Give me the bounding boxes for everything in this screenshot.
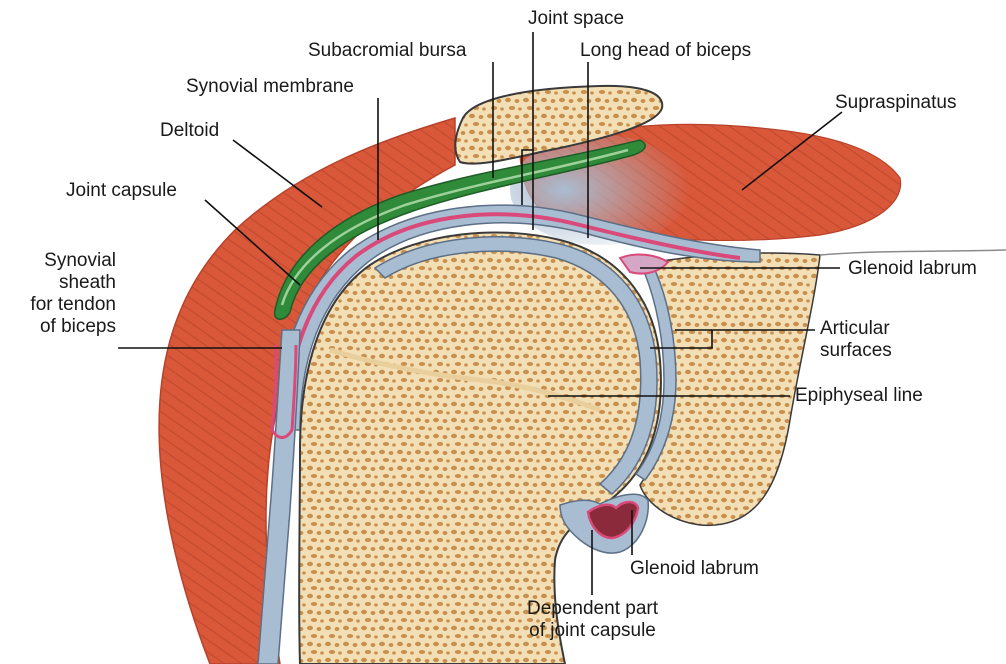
label-synovial-sheath-line3: for tendon xyxy=(8,294,116,316)
label-articular-line1: Articular xyxy=(820,318,892,340)
label-epiphyseal-line: Epiphyseal line xyxy=(795,385,923,407)
label-synovial-sheath-line1: Synovial xyxy=(8,250,116,272)
label-long-head-biceps: Long head of biceps xyxy=(580,40,751,62)
label-joint-space: Joint space xyxy=(528,8,624,30)
label-glenoid-labrum-bottom: Glenoid labrum xyxy=(630,558,759,580)
label-deltoid: Deltoid xyxy=(160,120,219,142)
scapula-body-edge xyxy=(820,250,1006,255)
label-synovial-sheath-line2: sheath xyxy=(8,272,116,294)
label-synovial-sheath: Synovial sheath for tendon of biceps xyxy=(8,250,116,338)
label-dependent-capsule: Dependent part of joint capsule xyxy=(500,598,685,642)
label-joint-capsule: Joint capsule xyxy=(66,180,177,202)
label-synovial-sheath-line4: of biceps xyxy=(8,316,116,338)
label-dependent-line2: of joint capsule xyxy=(500,620,685,642)
label-subacromial-bursa: Subacromial bursa xyxy=(308,40,466,62)
label-supraspinatus: Supraspinatus xyxy=(835,92,956,114)
label-dependent-line1: Dependent part xyxy=(500,598,685,620)
label-synovial-membrane: Synovial membrane xyxy=(186,76,354,98)
label-articular-surfaces: Articular surfaces xyxy=(820,318,892,362)
label-glenoid-labrum-top: Glenoid labrum xyxy=(848,258,977,280)
label-articular-line2: surfaces xyxy=(820,340,892,362)
